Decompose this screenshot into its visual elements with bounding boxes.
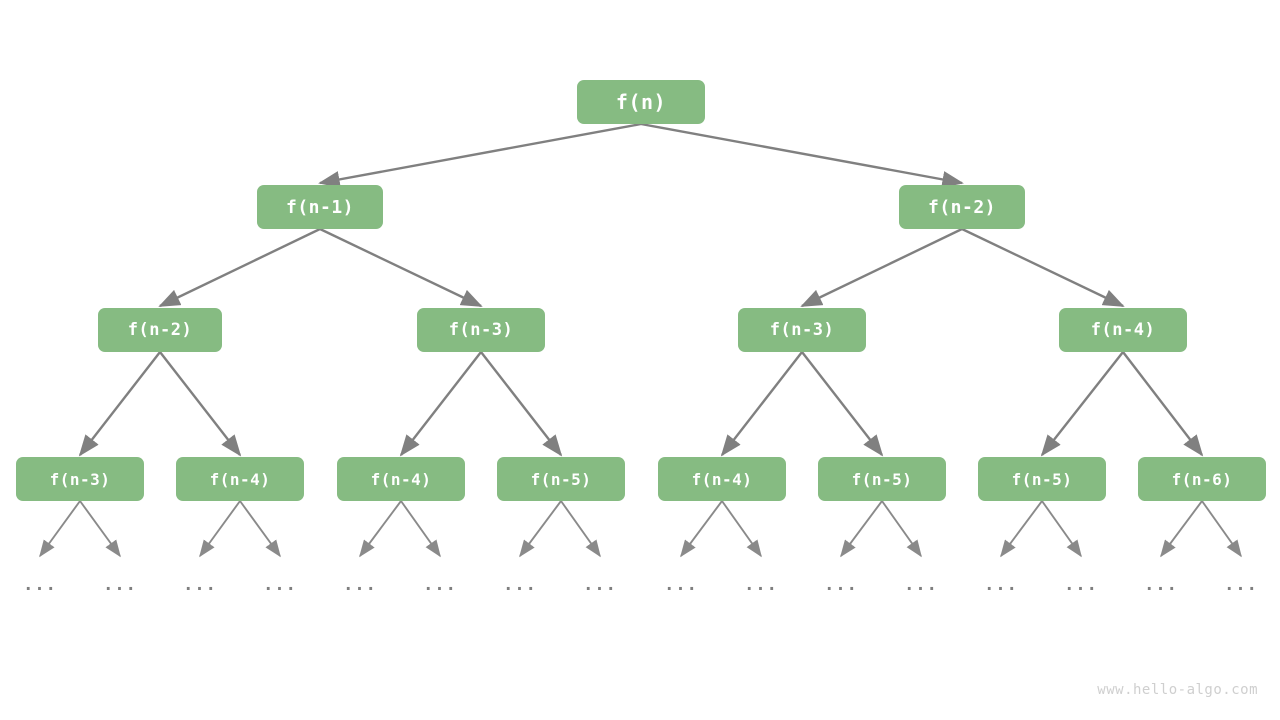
tree-node-label: f(n-2) — [927, 196, 997, 218]
edges-group — [78, 122, 1204, 457]
tree-edge-stub — [1000, 500, 1043, 558]
tree-node-label: f(n-5) — [530, 469, 592, 489]
tree-node: f(n-4) — [658, 457, 786, 501]
tree-node-label: f(n-3) — [448, 320, 514, 340]
tree-node: f(n-4) — [176, 457, 304, 501]
tree-node: f(n-5) — [818, 457, 946, 501]
tree-edge-stub — [39, 500, 81, 558]
tree-edge-stub — [79, 500, 121, 558]
tree-edge — [480, 351, 563, 457]
ellipsis-marker: ... — [1064, 575, 1098, 595]
tree-edge — [318, 122, 642, 188]
ellipsis-marker: ... — [824, 575, 858, 595]
ellipsis-marker: ... — [744, 575, 778, 595]
tree-node-label: f(n-2) — [127, 320, 193, 340]
tree-node-label: f(n-4) — [209, 469, 271, 489]
tree-node-label: f(n-4) — [1090, 320, 1156, 340]
tree-edge — [720, 351, 803, 457]
tree-node-label: f(n-5) — [851, 469, 913, 489]
tree-edge — [159, 351, 242, 457]
tree-node: f(n-5) — [497, 457, 625, 501]
ellipsis-marker: ... — [904, 575, 938, 595]
ellipsis-marker: ... — [103, 575, 137, 595]
tree-edge-stub — [239, 500, 281, 558]
tree-edge-stub — [881, 500, 922, 558]
tree-edge — [399, 351, 482, 457]
tree-node: f(n-3) — [417, 308, 545, 352]
tree-edge — [961, 227, 1125, 308]
tree-edge — [1122, 351, 1204, 457]
ellipsis-marker: ... — [1224, 575, 1258, 595]
tree-edge — [319, 227, 483, 308]
tree-node: f(n-4) — [337, 457, 465, 501]
ellipsis-marker: ... — [263, 575, 297, 595]
tree-edge-stub — [680, 500, 723, 558]
tree-edge-stub — [840, 500, 883, 558]
tree-edge-stub — [1160, 500, 1203, 558]
ellipsis-marker: ... — [664, 575, 698, 595]
tree-node-label: f(n-5) — [1011, 469, 1073, 489]
tree-node-label: f(n-3) — [769, 320, 835, 340]
tree-node-label: f(n) — [615, 90, 667, 114]
tree-node: f(n-2) — [98, 308, 222, 352]
ellipsis-marker: ... — [23, 575, 57, 595]
tree-node-label: f(n-3) — [49, 469, 111, 489]
tree-edge-stub — [560, 500, 601, 558]
ellipsis-marker: ... — [183, 575, 217, 595]
tree-edge — [78, 351, 161, 457]
tree-node: f(n-5) — [978, 457, 1106, 501]
ellipsis-marker: ... — [984, 575, 1018, 595]
tree-edge-stub — [519, 500, 562, 558]
tree-edge-stub — [400, 500, 441, 558]
tree-edge-stub — [359, 500, 402, 558]
tree-edge — [640, 122, 964, 188]
tree-node: f(n-3) — [738, 308, 866, 352]
tree-edge — [801, 351, 884, 457]
tree-node-label: f(n-4) — [691, 469, 753, 489]
tree-edge — [158, 227, 321, 308]
tree-edge — [800, 227, 963, 308]
tree-node: f(n-2) — [899, 185, 1025, 229]
ellipsis-marker: ... — [423, 575, 457, 595]
tree-node-label: f(n-4) — [370, 469, 432, 489]
tree-node: f(n) — [577, 80, 705, 124]
ellipsis-marker: ... — [503, 575, 537, 595]
tree-edge-stub — [721, 500, 762, 558]
ellipsis-marker: ... — [1144, 575, 1178, 595]
tree-edge-stub — [1201, 500, 1242, 558]
stub-edges-group — [39, 500, 1242, 558]
tree-edge-stub — [1041, 500, 1082, 558]
tree-node: f(n-6) — [1138, 457, 1266, 501]
watermark: www.hello-algo.com — [1097, 682, 1258, 698]
ellipsis-marker: ... — [343, 575, 377, 595]
ellipsis-marker: ... — [583, 575, 617, 595]
tree-node: f(n-4) — [1059, 308, 1187, 352]
tree-node-label: f(n-1) — [285, 196, 355, 218]
tree-edge-stub — [199, 500, 241, 558]
tree-node: f(n-3) — [16, 457, 144, 501]
tree-node-label: f(n-6) — [1171, 469, 1233, 489]
tree-node: f(n-1) — [257, 185, 383, 229]
tree-edge — [1040, 351, 1124, 457]
